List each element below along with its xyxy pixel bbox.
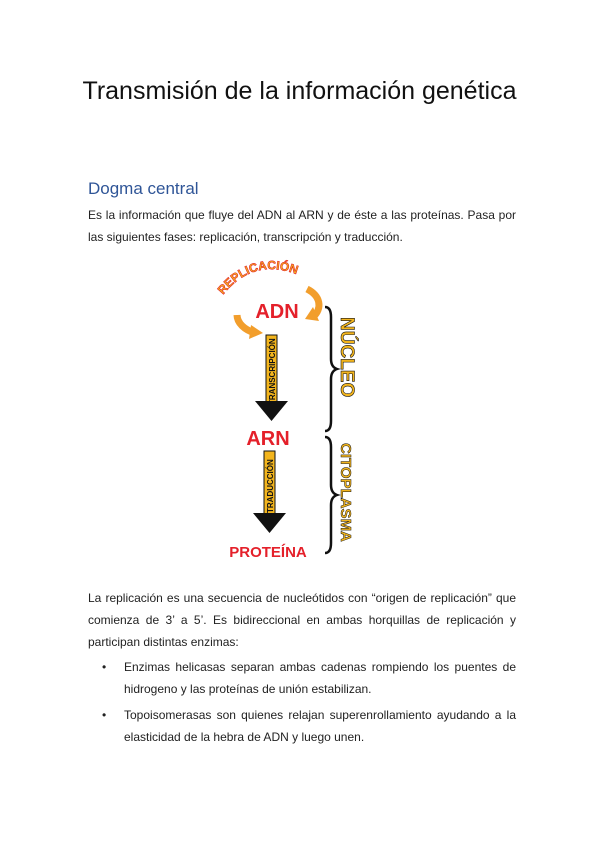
- list-item-text: Enzimas helicasas separan ambas cadenas …: [124, 660, 516, 696]
- replication-paragraph: La replicación es una secuencia de nucle…: [88, 591, 516, 649]
- rna-label: ARN: [246, 428, 289, 450]
- list-item: • Topoisomerasas son quienes relajan sup…: [88, 704, 516, 748]
- page-title: Transmisión de la información genética: [82, 77, 517, 105]
- intro-paragraph: Es la información que fluye del ADN al A…: [88, 208, 516, 244]
- list-item-text: Topoisomerasas son quienes relajan super…: [124, 708, 516, 744]
- replication-cycle-icon: [233, 285, 323, 339]
- transcription-arrow: [255, 334, 288, 421]
- transcription-label: TRANSCRIPCIÓN: [268, 338, 277, 405]
- section-heading: Dogma central: [88, 179, 199, 198]
- central-dogma-diagram: REPLICACIÓN ADN TRANSCRIPCIÓN ARN TRADUC…: [215, 258, 358, 561]
- nucleus-label: NÚCLEO: [336, 317, 358, 397]
- list-item: • Enzimas helicasas separan ambas cadena…: [88, 656, 516, 700]
- replication-label: REPLICACIÓN: [215, 258, 300, 297]
- bullet-icon: •: [102, 708, 107, 722]
- translation-arrow: [253, 450, 286, 533]
- bullet-icon: •: [102, 660, 107, 674]
- translation-label: TRADUCCIÓN: [266, 459, 275, 513]
- enzyme-list: • Enzimas helicasas separan ambas cadena…: [88, 656, 516, 752]
- dna-label: ADN: [255, 301, 298, 323]
- protein-label: PROTEÍNA: [229, 544, 307, 561]
- cytoplasm-label: CITOPLASMA: [337, 443, 354, 542]
- nucleus-brace: [324, 305, 341, 433]
- cytoplasm-brace: [324, 435, 341, 555]
